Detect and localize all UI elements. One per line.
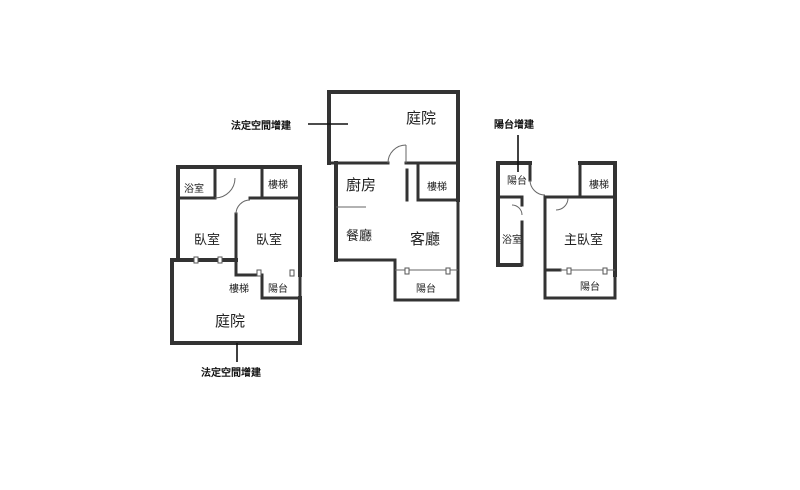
left-balcony-label: 陽台 — [268, 282, 288, 295]
living-label: 客廳 — [410, 230, 440, 248]
left-bedroom-a-label: 臥室 — [194, 232, 220, 248]
middle-balcony-label: 陽台 — [416, 282, 436, 295]
kitchen-label: 廚房 — [346, 176, 376, 194]
left-addition-note: 法定空間增建 — [201, 366, 262, 379]
middle-stairs-label: 樓梯 — [427, 180, 447, 193]
right-floor: 陽台 樓梯 浴室 主臥室 陽台 陽台增建 — [494, 118, 617, 300]
right-bath-label: 浴室 — [502, 233, 522, 246]
left-bedroom-b-label: 臥室 — [256, 232, 282, 248]
right-balcony-top-label: 陽台 — [507, 174, 527, 187]
left-stairs-bottom-label: 樓梯 — [229, 282, 249, 295]
left-floor: 浴室 樓梯 臥室 臥室 樓梯 陽台 庭院 法定空間增建 — [170, 165, 302, 379]
left-stairs-top-label: 樓梯 — [268, 178, 288, 191]
left-garden-label: 庭院 — [215, 312, 245, 330]
right-stairs-label: 樓梯 — [589, 178, 609, 191]
master-bedroom-label: 主臥室 — [564, 232, 603, 248]
middle-addition-note: 法定空間增建 — [231, 119, 292, 132]
middle-garden-label: 庭院 — [406, 109, 436, 127]
right-addition-note: 陽台增建 — [494, 118, 535, 131]
left-bath-label: 浴室 — [184, 182, 204, 195]
dining-label: 餐廳 — [346, 228, 372, 244]
right-balcony-bottom-label: 陽台 — [580, 280, 600, 293]
middle-floor: 庭院 廚房 樓梯 餐廳 客廳 陽台 法定空間增建 — [231, 90, 460, 302]
